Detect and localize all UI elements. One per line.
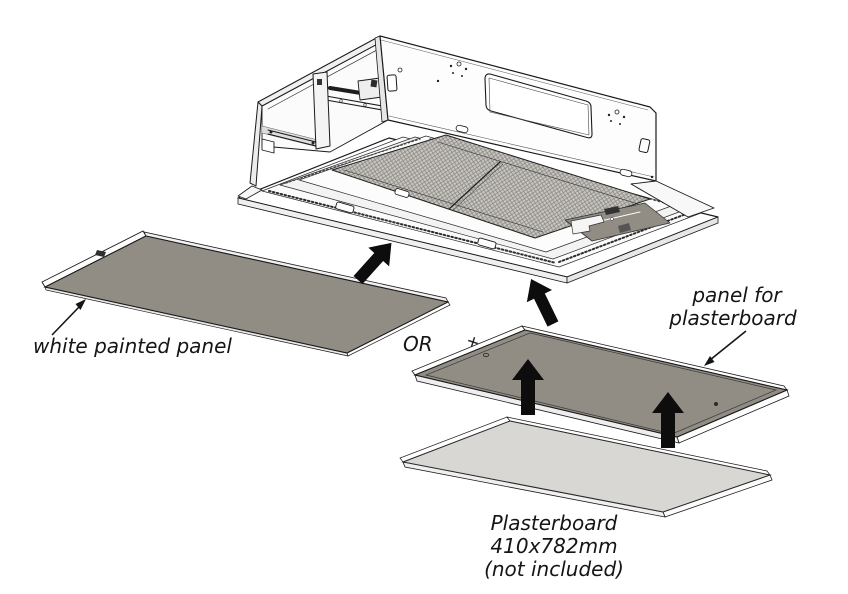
latch-bracket <box>570 214 605 235</box>
left-skirt <box>237 185 263 200</box>
up-right-arrow-icon <box>353 242 392 285</box>
text-labels: white painted panel OR panel for plaster… <box>33 283 797 581</box>
right-skirt <box>630 180 715 218</box>
perforation-rows <box>268 138 695 264</box>
mounting-flange <box>237 134 719 284</box>
up-arrow-icon <box>512 359 544 415</box>
plasterboard-sheet <box>399 416 773 518</box>
plasterboard-panel-face <box>413 329 789 438</box>
label-arrows <box>51 299 747 366</box>
up-left-arrow-icon <box>526 279 559 327</box>
white-panel-label: white painted panel <box>33 334 232 358</box>
up-arrow-icon <box>652 392 684 448</box>
panel-screws <box>468 337 718 406</box>
plasterboard-note-line1: Plasterboard <box>491 511 618 535</box>
arrowhead-icon <box>704 356 715 366</box>
panel-clip <box>95 250 106 257</box>
plasterboard-panel-label-arrow <box>709 330 747 361</box>
white-painted-panel-face <box>43 235 450 354</box>
plasterboard-note-line2: 410x782mm <box>490 534 617 558</box>
control-box <box>564 202 671 242</box>
screw-holes <box>386 61 654 179</box>
hood-unit-drawing <box>237 35 719 284</box>
bracket-tab <box>261 138 275 154</box>
panel-for-plasterboard <box>411 325 790 444</box>
grease-filter-mesh <box>331 134 651 239</box>
white-panel-label-arrow <box>51 306 80 336</box>
arrowhead-icon <box>75 299 86 310</box>
plasterboard-note-line3: (not included) <box>484 557 624 581</box>
vertical-post <box>312 71 331 150</box>
plasterboard-panel-label-line1: panel for <box>691 283 783 307</box>
white-painted-panel <box>41 230 451 357</box>
assembly-arrows <box>353 242 684 448</box>
back-panel <box>374 35 657 182</box>
latch-tabs <box>335 188 497 250</box>
plasterboard-face <box>401 420 772 513</box>
left-end-wall <box>249 101 263 187</box>
or-label: OR <box>403 332 433 356</box>
ventilation-cutout <box>484 73 593 139</box>
plasterboard-panel-label-line2: plasterboard <box>668 306 797 330</box>
